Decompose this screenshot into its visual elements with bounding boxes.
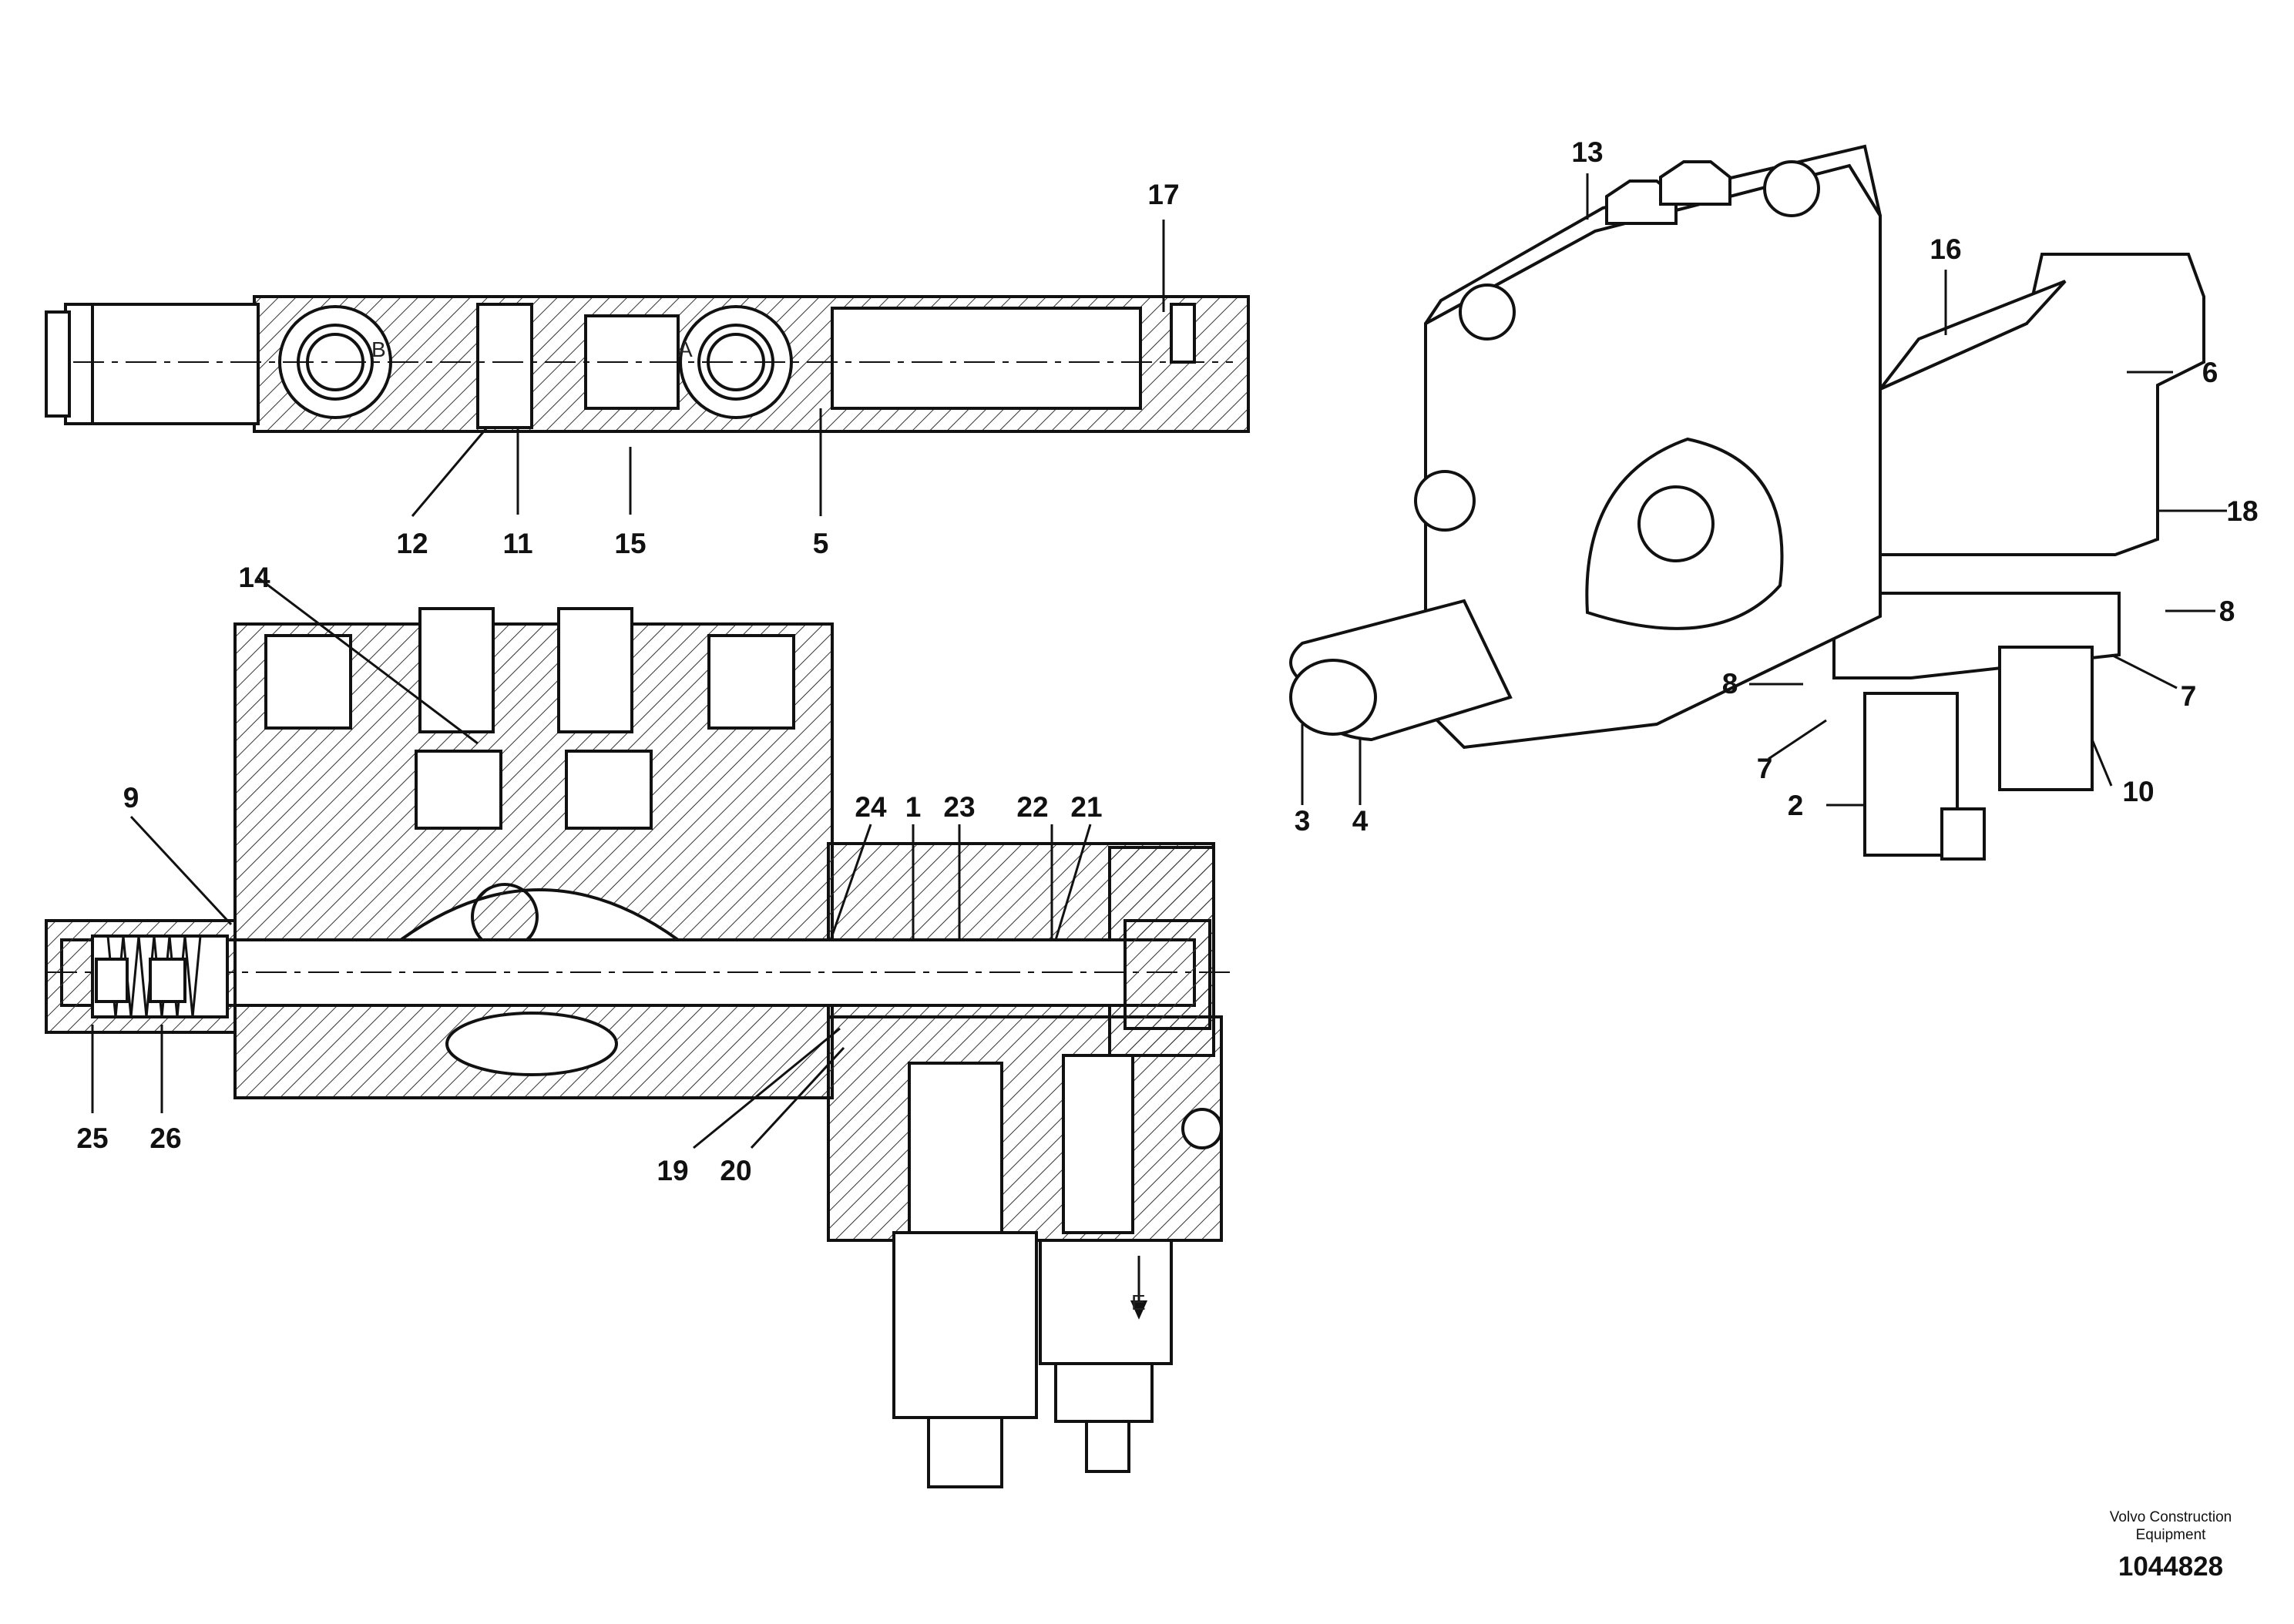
- section-markers: B A E: [371, 337, 1146, 1314]
- callout-14: 14: [238, 562, 270, 593]
- callout-21: 21: [1070, 791, 1102, 823]
- callout-5: 5: [813, 528, 829, 559]
- section-marker-a: A: [678, 337, 693, 361]
- callout-12: 12: [396, 528, 428, 559]
- callout-8-left: 8: [1722, 668, 1738, 700]
- callout-20: 20: [720, 1155, 751, 1186]
- callout-23: 23: [943, 791, 975, 823]
- footer: Volvo Construction Equipment 1044828: [2110, 1509, 2232, 1582]
- callout-13: 13: [1571, 136, 1603, 168]
- callout-1: 1: [905, 791, 922, 823]
- callout-6: 6: [2202, 357, 2218, 388]
- callout-18: 18: [2226, 495, 2258, 527]
- callout-7-right: 7: [2181, 680, 2197, 712]
- callout-19: 19: [657, 1155, 688, 1186]
- callout-25: 25: [76, 1122, 108, 1154]
- brand-line-1: Volvo Construction: [2110, 1509, 2232, 1525]
- callout-24: 24: [855, 791, 887, 823]
- callout-11: 11: [502, 528, 532, 559]
- callout-15: 15: [614, 528, 646, 559]
- section-marker-b: B: [371, 337, 386, 361]
- callout-2: 2: [1788, 790, 1804, 821]
- document-number: 1044828: [2118, 1552, 2223, 1582]
- top-section-view: [45, 295, 1250, 433]
- leader-lines: [91, 173, 2227, 1149]
- callout-3: 3: [1295, 805, 1311, 837]
- callout-4: 4: [1352, 805, 1369, 837]
- callout-16: 16: [1930, 233, 1961, 265]
- callout-9: 9: [123, 782, 139, 814]
- isometric-valve-view: [1289, 144, 2205, 861]
- brand-line-2: Equipment: [2136, 1527, 2207, 1543]
- callout-8-right: 8: [2219, 596, 2235, 627]
- callout-10: 10: [2122, 776, 2154, 807]
- callout-17: 17: [1147, 179, 1179, 210]
- main-section-view: [45, 607, 1233, 1488]
- callout-labels: 17 12 11 15 5 14 9 24 1 23 22 21 25 26 1…: [76, 136, 2258, 1186]
- callout-22: 22: [1016, 791, 1048, 823]
- callout-26: 26: [149, 1122, 181, 1154]
- callout-7-left: 7: [1757, 753, 1773, 784]
- section-marker-e: E: [1131, 1290, 1146, 1314]
